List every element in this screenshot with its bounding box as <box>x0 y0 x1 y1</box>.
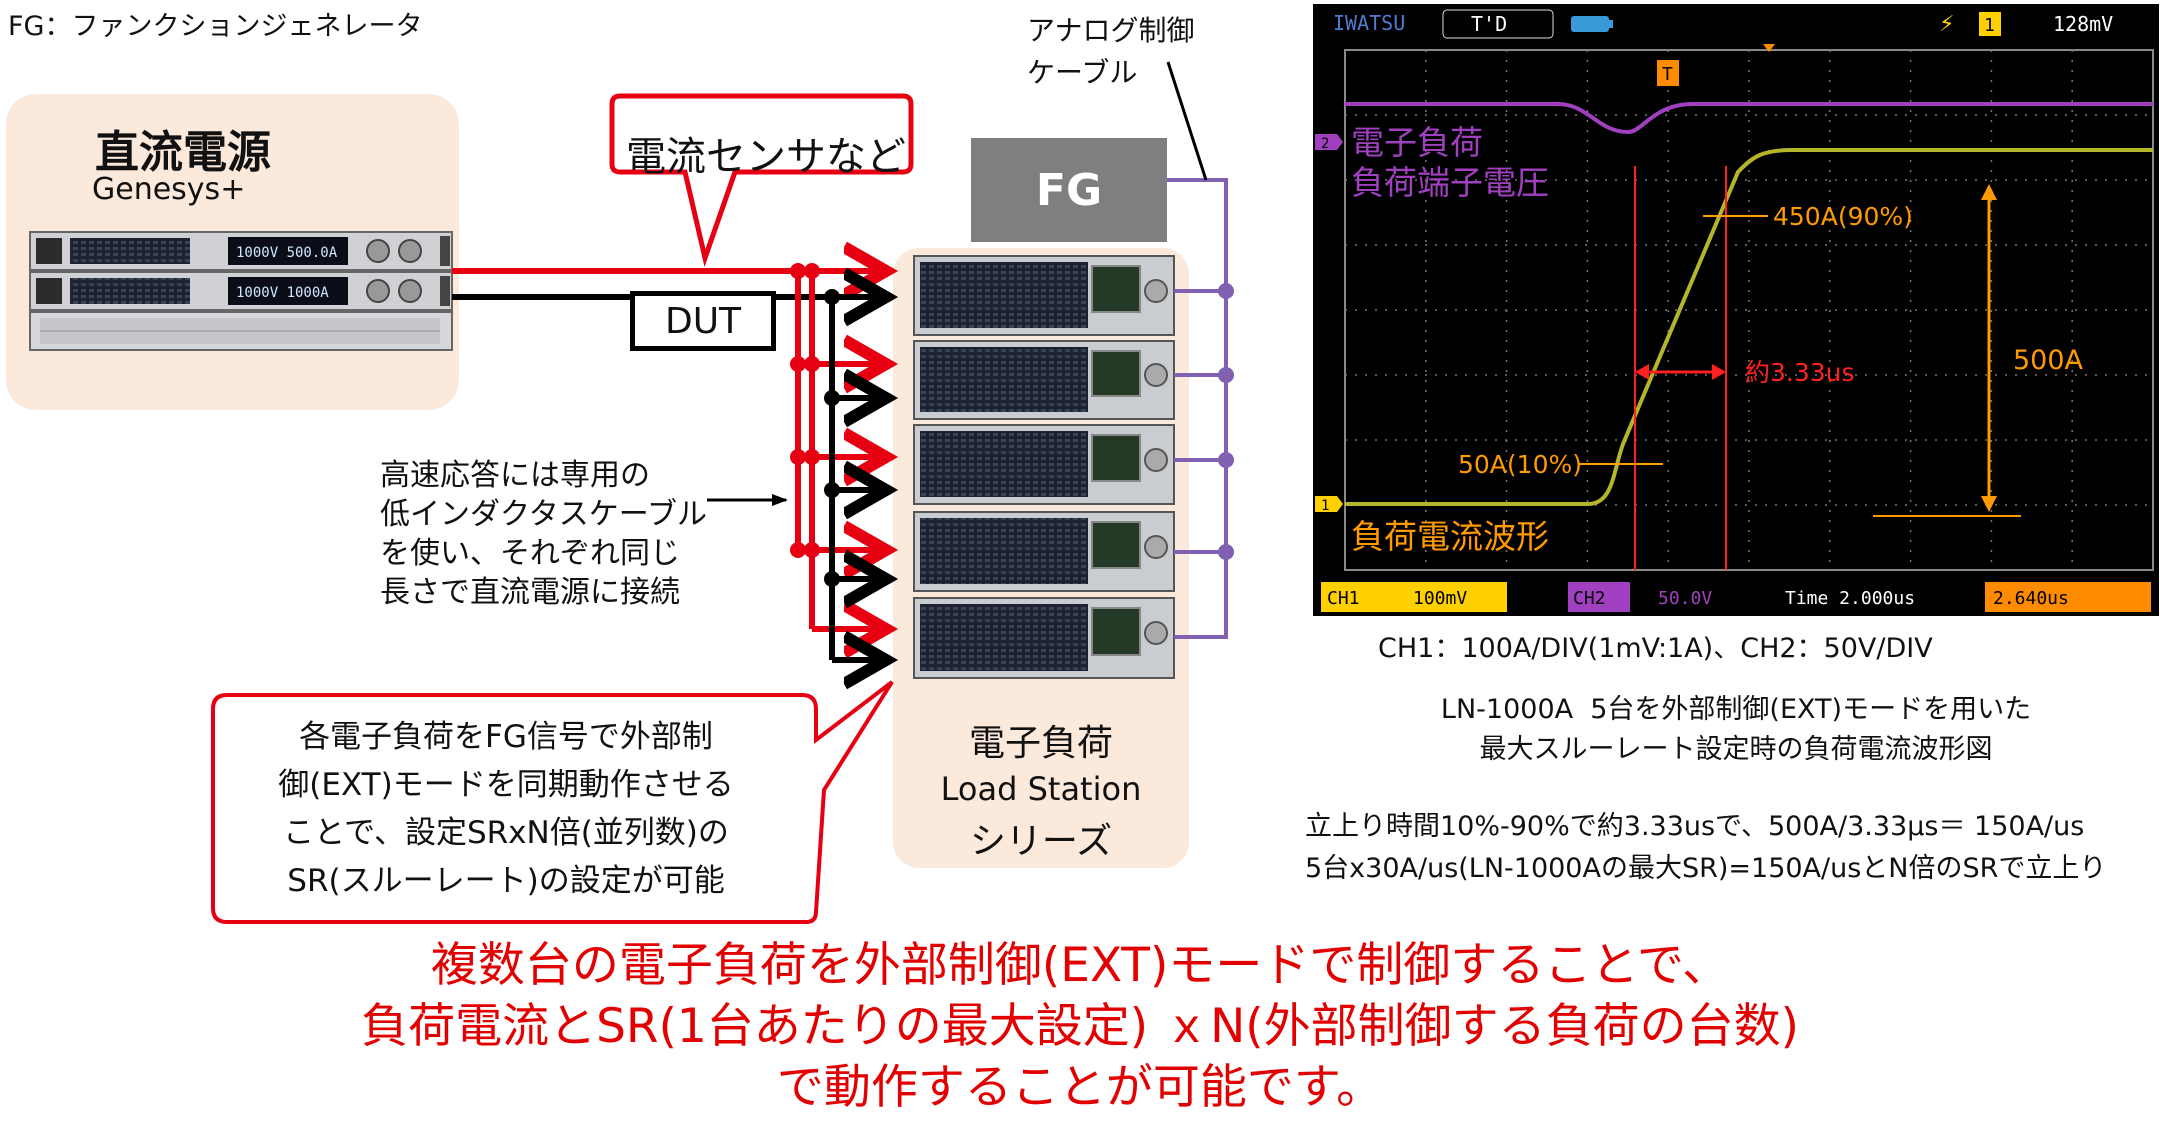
trigger-marker-icon <box>1657 60 1679 86</box>
label-10pct: 50A(10%) <box>1458 450 1582 479</box>
sr-note-text: 各電子負荷をFG信号で外部制 御(EXT)モードを同期動作させる ことで、設定S… <box>278 719 734 899</box>
electronic-load-units <box>913 255 1175 679</box>
sr-note-callout <box>211 680 894 924</box>
electronic-load-1 <box>913 255 1175 336</box>
trigger-position-marker <box>1763 44 1775 52</box>
scope-brand: IWATSU <box>1333 11 1405 35</box>
trigger-position-value: 2.640us <box>1993 588 2069 609</box>
scope-scale-text: CH1：100A/DIV(1mV:1A)、CH2：50V/DIV <box>1378 633 1933 664</box>
analog-cable-label: アナログ制御 ケーブル <box>1027 14 1195 89</box>
electronic-load-5 <box>913 597 1175 679</box>
sensor-callout-bubble <box>609 93 914 267</box>
analog-control-cables <box>1167 178 1228 639</box>
power-supply-unit-3 <box>29 311 453 351</box>
black-junctions <box>824 289 840 587</box>
load-station-series: シリーズ <box>969 821 1113 862</box>
trigger-edge-icon: ⚡ <box>1939 12 1954 37</box>
scope-mode: T'D <box>1471 12 1507 36</box>
label-90pct: 450A(90%) <box>1773 202 1913 231</box>
oscilloscope-screen: IWATSU T'D ⚡ 1 128mV T 2 1 <box>1313 4 2159 616</box>
ch1-status-scale: 100mV <box>1413 588 1467 609</box>
electronic-load-3 <box>913 424 1175 505</box>
ch2-voltage-waveform <box>1345 102 2153 135</box>
battery-icon <box>1571 16 1609 32</box>
ch2-marker-icon <box>1315 134 1343 150</box>
ch2-label-line1: 電子負荷 <box>1351 123 1483 162</box>
oscilloscope-display: IWATSU T'D ⚡ 1 128mV T 2 1 <box>1313 9 2159 616</box>
trigger-channel: 1 <box>1984 15 1995 36</box>
red-branch-cables <box>812 271 880 629</box>
electronic-load-4 <box>913 511 1175 592</box>
conclusion-text: 複数台の電子負荷を外部制御(EXT)モードで制御することで、 負荷電流とSR(1… <box>361 938 1799 1115</box>
ch2-status-scale: 50.0V <box>1658 588 1712 609</box>
trigger-channel-badge <box>1979 12 2001 36</box>
load-station-title: 電子負荷 <box>968 723 1113 764</box>
trigger-position-status <box>1985 582 2151 612</box>
rise-time-label: 約3.33us <box>1745 358 1855 387</box>
load-station-subtitle: Load Station <box>940 770 1142 808</box>
trigger-marker-label: T <box>1662 64 1673 85</box>
fg-legend: FG：ファンクションジェネレータ <box>8 11 423 42</box>
control-junctions <box>1218 283 1234 560</box>
power-supply-display-2: 1000V 1000A <box>236 285 329 301</box>
scope-caption: LN-1000A 5台を外部制御(EXT)モードを用いた 最大スルーレート設定時… <box>1440 694 2032 765</box>
rise-time-note: 立上り時間10%-90%で約3.33usで、500A/3.33μs＝ 150A/… <box>1305 811 2107 884</box>
dut-box: DUT <box>630 291 776 351</box>
power-supply-model: Genesys+ <box>92 172 246 207</box>
scope-graticule <box>1344 49 2154 571</box>
power-supply-unit-1: 1000V 500.0A <box>29 231 453 271</box>
power-supply-title: 直流電源 <box>95 127 271 178</box>
sensor-label: 電流センサなど <box>626 134 906 180</box>
black-branch-cables <box>832 297 880 660</box>
ch2-status <box>1568 582 1630 612</box>
cable-note: 高速応答には専用の 低インダクタスケーブル を使い、それぞれ同じ 長さで直流電源… <box>380 458 707 610</box>
trigger-level: 128mV <box>2053 12 2113 36</box>
ch1-current-waveform <box>1345 148 2153 506</box>
analog-label-leader <box>1166 61 1208 181</box>
ch2-label-line2: 負荷端子電圧 <box>1351 163 1549 202</box>
power-supply-unit-2: 1000V 1000A <box>29 271 453 311</box>
ch1-marker-icon <box>1315 496 1343 512</box>
electronic-load-2 <box>913 340 1175 420</box>
ch1-status <box>1321 582 1507 612</box>
ch1-label: 負荷電流波形 <box>1351 517 1549 556</box>
ch1-status-name: CH1 <box>1327 588 1360 609</box>
time-scale: Time 2.000us <box>1785 588 1915 609</box>
red-junctions <box>790 263 820 558</box>
ch2-status-name: CH2 <box>1573 588 1606 609</box>
function-generator-box: FG <box>971 138 1167 242</box>
ch1-marker: 1 <box>1321 498 1329 514</box>
power-supply-display-1: 1000V 500.0A <box>236 245 338 261</box>
amplitude-label: 500A <box>2013 345 2084 376</box>
ch2-marker: 2 <box>1321 136 1329 152</box>
